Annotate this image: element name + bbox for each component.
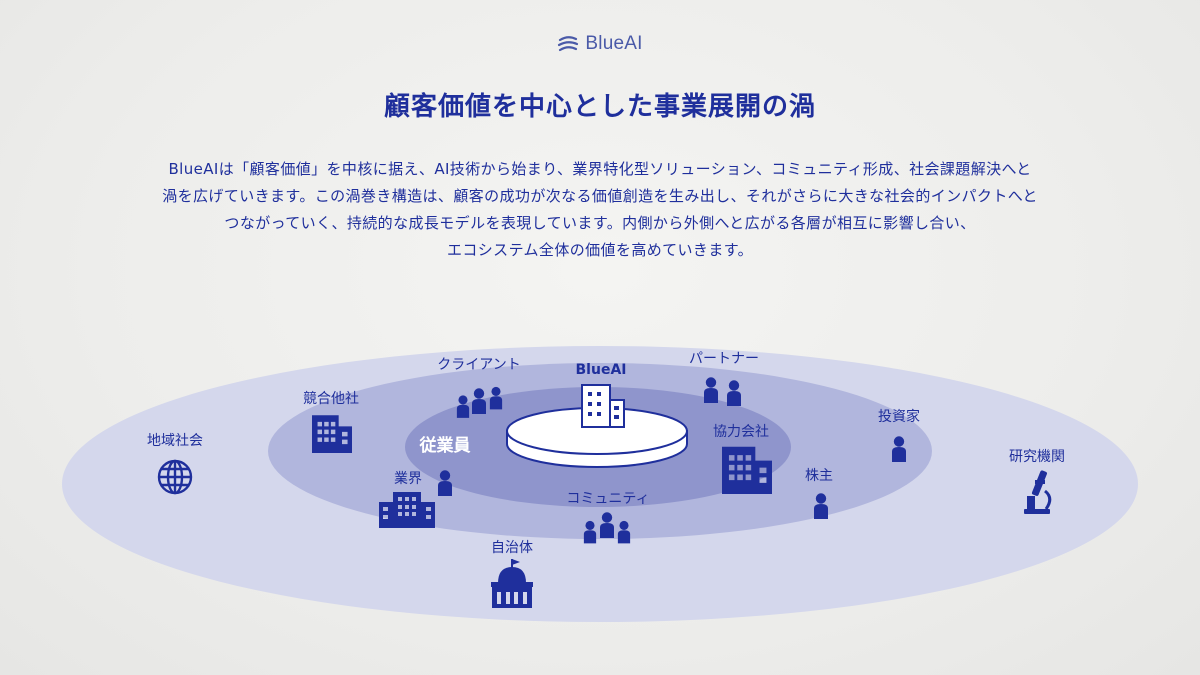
globe-icon	[157, 459, 193, 495]
person-icon	[892, 436, 906, 462]
middle-ring-label: 業界	[394, 471, 422, 487]
middle-ring-label: コミュニティ	[566, 491, 650, 507]
building-icon	[581, 384, 625, 428]
inner-ring-label: 従業員	[419, 436, 471, 456]
person-icon	[438, 470, 452, 496]
description-line: 渦を広げていきます。この渦巻き構造は、顧客の成功が次なる価値創造を生み出し、それ…	[162, 187, 1038, 205]
brand-name: BlueAI	[585, 33, 643, 54]
outer-ring-label: 研究機関	[1009, 449, 1065, 465]
middle-ring-label: クライアント	[437, 357, 521, 373]
person-icon	[814, 493, 828, 519]
government-building-icon	[491, 559, 533, 608]
outer-ring-label: 株主	[805, 468, 833, 484]
microscope-icon	[1024, 470, 1052, 514]
outer-ring-label: 投資家	[878, 409, 920, 425]
description-line: BlueAIは「顧客価値」を中核に据え、AI技術から始まり、業界特化型ソリューシ…	[168, 160, 1032, 178]
middle-ring-label: 競合他社	[303, 391, 359, 407]
description: BlueAIは「顧客価値」を中核に据え、AI技術から始まり、業界特化型ソリューシ…	[60, 156, 1140, 264]
middle-ring-label: パートナー	[689, 351, 759, 367]
middle-ring-label: 協力会社	[713, 424, 769, 440]
outer-ring-label: 地域社会	[147, 433, 203, 449]
description-line: エコシステム全体の価値を高めていきます。	[446, 241, 754, 259]
brand-logo: BlueAI	[0, 33, 1200, 55]
outer-ring-label: 自治体	[491, 540, 533, 556]
page-title: 顧客価値を中心とした事業展開の渦	[383, 92, 816, 122]
description-line: つながっていく、持続的な成長モデルを表現しています。内側から外側へと広がる各層が…	[224, 214, 976, 232]
center-label: BlueAI	[575, 362, 627, 378]
wave-stack-icon	[558, 36, 579, 52]
